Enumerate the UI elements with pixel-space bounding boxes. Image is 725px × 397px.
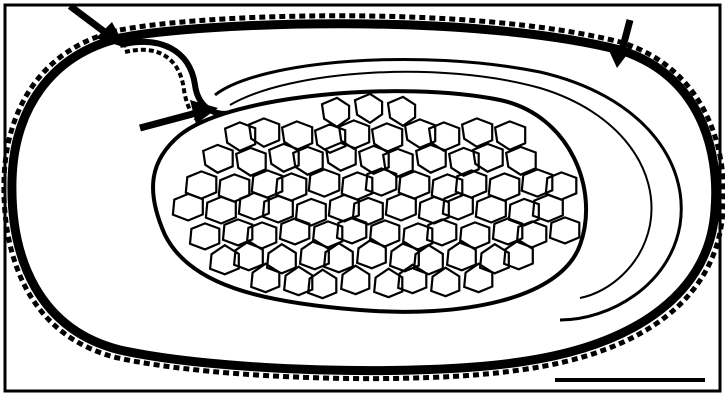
embryo-cellular-body [153,91,586,312]
